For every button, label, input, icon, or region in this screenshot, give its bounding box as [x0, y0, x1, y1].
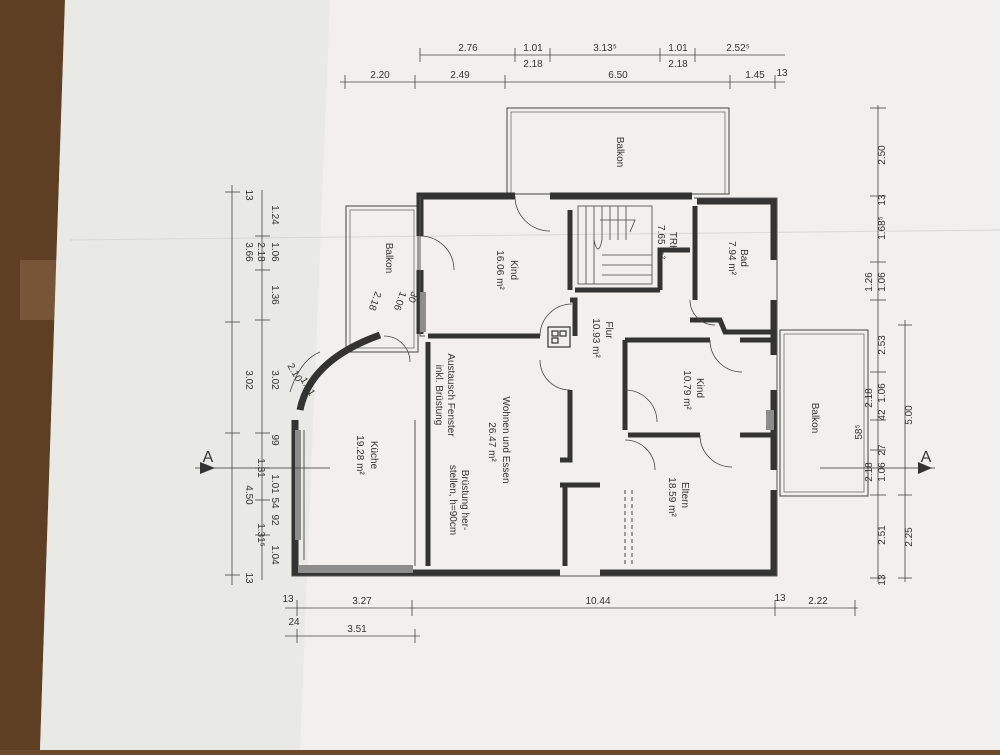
- dim-left2-1: 1.24: [269, 205, 280, 225]
- room-wohnen-name: Wohnen und Essen: [500, 396, 511, 483]
- dim-left2-6: 99: [269, 434, 280, 446]
- dimension-lines-top: [340, 48, 785, 89]
- dim-top2-2: 2.49: [450, 70, 470, 81]
- dim-left-5: 13: [243, 572, 254, 584]
- dim-top-sub-2: 2.18: [668, 59, 688, 70]
- room-flur-name: Flur: [603, 321, 614, 339]
- dim-left-3: 3.02: [243, 370, 254, 390]
- room-kueche-name: Küche: [368, 441, 379, 470]
- room-bad-name: Bad: [738, 249, 749, 267]
- room-bad-area: 7.94 m²: [726, 241, 737, 276]
- staircase: [577, 205, 653, 285]
- dim-left2-9: 92: [269, 514, 280, 526]
- dim-bottom-4: 13: [774, 593, 786, 604]
- arc-dim-3: 30: [405, 290, 419, 305]
- dim-right-2: 13: [877, 194, 888, 206]
- room-kind-top-name: Kind: [508, 260, 519, 280]
- dim-left2-10: 1.31⁵: [255, 523, 266, 547]
- dim-right-10: 58⁵: [854, 424, 865, 439]
- note-austausch-1: Austausch Fenster: [445, 353, 456, 437]
- note-bruestung-1: Brüstung her-: [459, 470, 470, 531]
- room-flur-area: 10.93 m²: [590, 318, 601, 358]
- dim-right-12: 1.06: [877, 462, 888, 482]
- section-mark-left: A: [195, 449, 330, 474]
- dim-right-15: 13: [877, 574, 888, 586]
- dim-right2-1: 5.00: [904, 405, 915, 425]
- section-label-left: A: [203, 449, 214, 466]
- dim-bottom-2: 3.27: [352, 596, 372, 607]
- windows: [295, 292, 774, 573]
- dim-top2-1: 2.20: [370, 70, 390, 81]
- room-eltern-area: 18.59 m²: [666, 477, 677, 517]
- dim-right-3: 1.68⁵: [877, 216, 888, 240]
- dim-left-2: 3.66: [243, 242, 254, 262]
- dim-labels-top: 2.76 1.01 3.13⁵ 1.01 2.52⁵ 2.18 2.18 2.2…: [370, 43, 788, 81]
- room-kueche-area: 19.28 m²: [354, 435, 365, 475]
- room-balkon-left: Balkon: [383, 243, 394, 274]
- dim-top-4: 1.01: [668, 43, 688, 54]
- dim-left-4: 4.50: [243, 485, 254, 505]
- dim-left2-3: 2.18: [255, 242, 266, 262]
- note-bruestung-2: stellen, h=90cm: [447, 465, 458, 535]
- chimney: [547, 326, 571, 348]
- dim-bottom-1: 13: [282, 594, 294, 605]
- dimension-lines-left: [225, 185, 270, 585]
- section-label-right: A: [921, 449, 932, 466]
- room-kind-right-area: 10.79 m²: [681, 370, 692, 410]
- dim-top2-5: 13: [776, 68, 788, 79]
- dim-left2-11: 1.04: [269, 545, 280, 565]
- dim-left2-4: 1.36: [269, 285, 280, 305]
- dim-right2-2: 2.25: [904, 527, 915, 547]
- dim-left2-8: 54: [269, 497, 280, 509]
- dim-right-1: 2.50: [877, 145, 888, 165]
- dim-top-1: 2.76: [458, 43, 478, 54]
- dim-left2-2: 1.06: [269, 242, 280, 262]
- interior-walls: [425, 206, 774, 566]
- dim-bottom-3: 10.44: [585, 596, 610, 607]
- room-trh-area: 7.65 m²: [655, 225, 666, 260]
- dim-labels-bottom: 13 3.27 10.44 13 2.22 24 3.51: [282, 593, 828, 635]
- door-swings: [383, 195, 743, 471]
- room-balkon-top: Balkon: [614, 137, 625, 168]
- dim-bottom2-1: 24: [288, 617, 300, 628]
- dim-labels-left: 13 3.66 3.02 4.50 13 1.24 1.06 2.18 1.36…: [243, 189, 280, 584]
- dim-right-4: 1.06: [877, 272, 888, 292]
- dim-bottom-5: 2.22: [808, 596, 828, 607]
- section-mark-right: A: [820, 449, 935, 474]
- room-wohnen-area: 26.47 m²: [486, 422, 497, 462]
- dimension-lines-right: [870, 105, 912, 582]
- room-kind-top-area: 16.06 m²: [494, 250, 505, 290]
- dim-top2-4: 1.45: [745, 70, 765, 81]
- dim-left2-7: 1.01: [269, 474, 280, 494]
- dim-top2-3: 6.50: [608, 70, 628, 81]
- room-eltern-name: Eltern: [679, 482, 690, 508]
- room-balkon-right: Balkon: [809, 403, 820, 434]
- dim-right-5: 1.26: [864, 272, 875, 292]
- dim-top-3: 3.13⁵: [593, 43, 617, 54]
- dimension-lines-bottom: [285, 600, 858, 643]
- dim-left-1: 13: [243, 189, 254, 201]
- dim-right-7: 1.06: [877, 383, 888, 403]
- balkon-right-outline: [779, 329, 869, 497]
- dim-bottom2-2: 3.51: [347, 624, 367, 635]
- dim-right-13: 2.18: [864, 462, 875, 482]
- dim-left2-5: 3.02: [269, 370, 280, 390]
- dim-top-sub-1: 2.18: [523, 59, 543, 70]
- dim-right-8: 42: [877, 409, 888, 421]
- dim-top-5: 2.52⁵: [726, 43, 750, 54]
- dim-right-11: 27: [877, 444, 888, 456]
- dim-labels-right: 2.50 13 1.68⁵ 1.06 1.26 2.53 1.06 42 2.1…: [854, 145, 915, 586]
- dim-right-6: 2.53: [877, 335, 888, 355]
- room-kind-right-name: Kind: [694, 378, 705, 398]
- note-austausch-2: inkl. Brüstung: [433, 365, 444, 426]
- room-labels: Balkon Balkon Balkon Kind 16.06 m² TRH 7…: [354, 137, 820, 535]
- room-trh-name: TRH: [667, 232, 678, 253]
- dim-right-9: 2.18: [864, 388, 875, 408]
- dim-right-14: 2.51: [877, 525, 888, 545]
- dim-top-2: 1.01: [523, 43, 543, 54]
